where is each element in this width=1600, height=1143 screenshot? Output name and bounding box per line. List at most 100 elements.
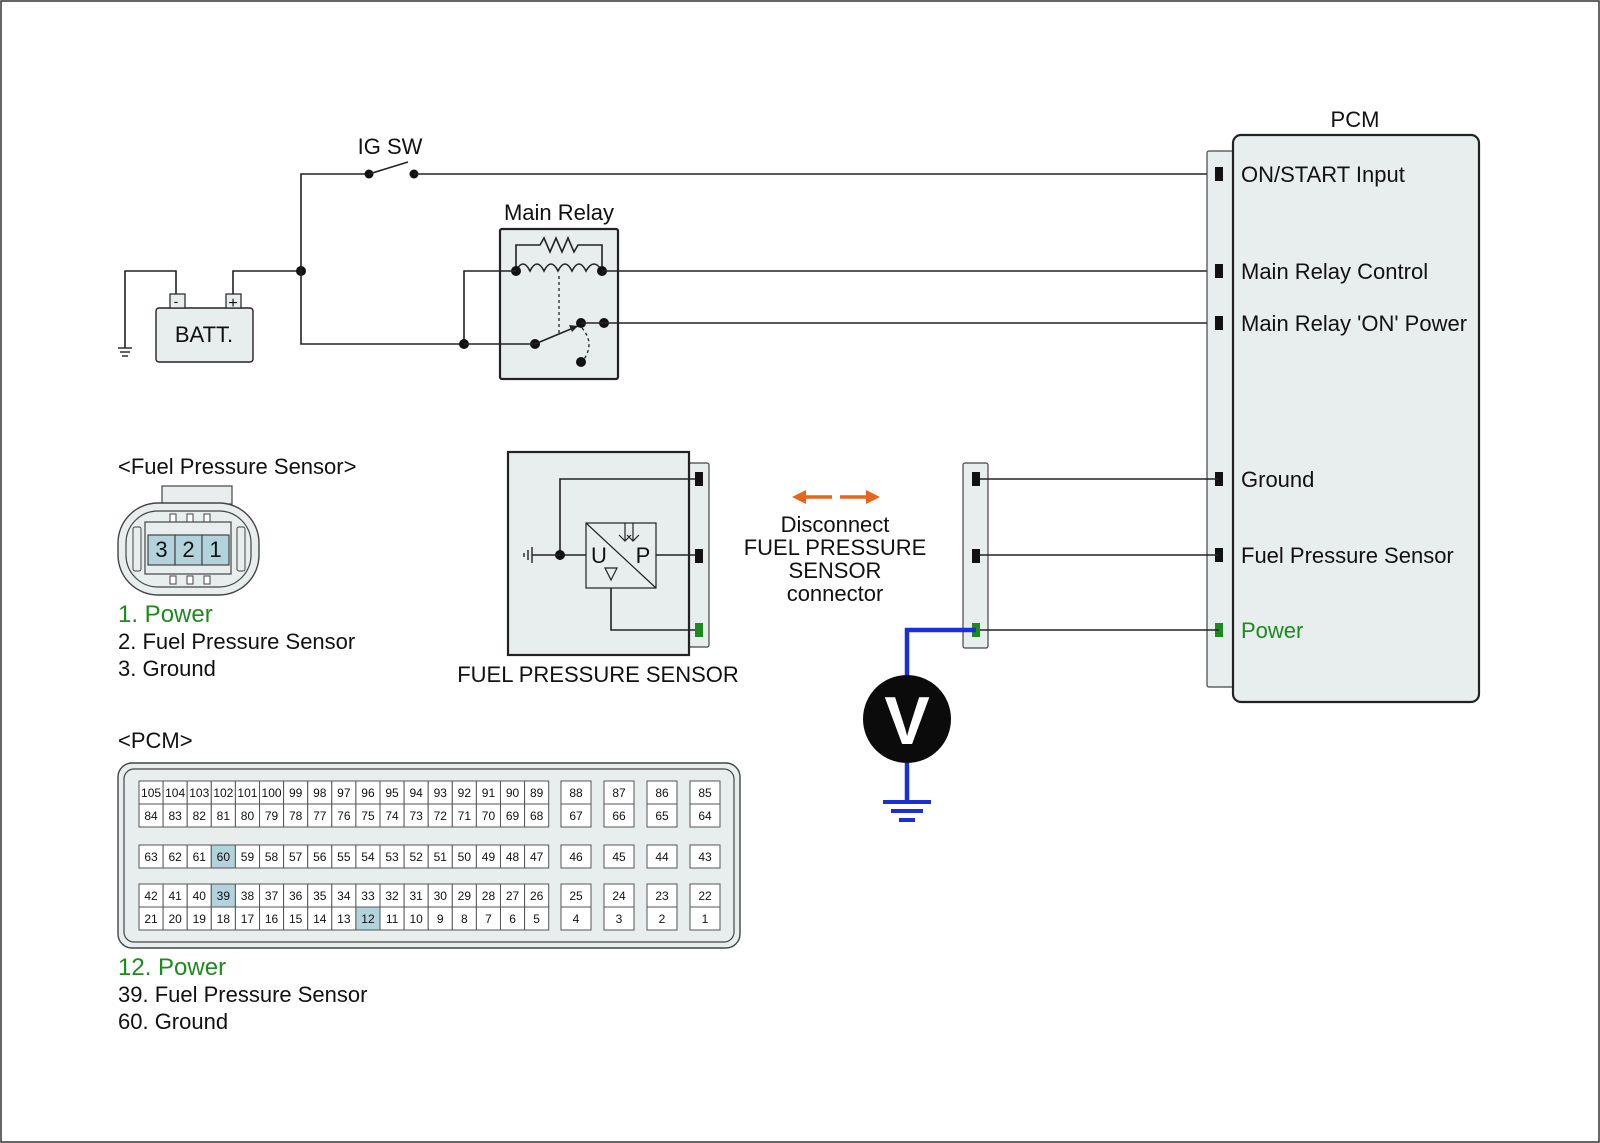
disconnect-line-1: Disconnect xyxy=(781,512,890,537)
legend-item: 60. Ground xyxy=(118,1009,228,1034)
pcm-pin-number: 61 xyxy=(193,850,207,864)
pcm-pin-number: 40 xyxy=(193,889,207,903)
pcm-pin-number: 76 xyxy=(337,809,351,823)
pcm-pin-number: 14 xyxy=(313,912,327,926)
pcm-pin-number: 16 xyxy=(265,912,279,926)
sensor-pin-cell xyxy=(201,534,230,566)
ignition-switch: IG SW xyxy=(358,134,423,179)
pcm-pin-number: 87 xyxy=(612,786,626,800)
pcm-pin-number: 92 xyxy=(458,786,472,800)
pcm-module: PCM xyxy=(1206,107,1481,704)
pcm-title: PCM xyxy=(1331,107,1380,132)
pcm-pin-number: 4 xyxy=(573,912,580,926)
pcm-pin-number: 89 xyxy=(530,786,544,800)
pcm-pin-number: 9 xyxy=(437,912,444,926)
pcm-pin-number: 30 xyxy=(434,889,448,903)
pcm-pin-number: 80 xyxy=(241,809,255,823)
pcm-pin-number: 20 xyxy=(168,912,182,926)
meter-ground-icon xyxy=(883,763,931,822)
pcm-pin-number: 36 xyxy=(289,889,303,903)
pcm-pin-number: 97 xyxy=(337,786,351,800)
battery-positive-wire xyxy=(232,270,301,294)
pcm-pin-number: 48 xyxy=(506,850,520,864)
pcm-pin-number: 58 xyxy=(265,850,279,864)
pcm-pin-number: 18 xyxy=(217,912,231,926)
pcm-pin-number: 93 xyxy=(434,786,448,800)
legend-item: 1. Power xyxy=(118,601,213,628)
ig-feed-wire xyxy=(300,173,365,271)
pcm-pin-number: 29 xyxy=(458,889,472,903)
pcm-pin-number: 85 xyxy=(698,786,712,800)
pcm-pin-number: 24 xyxy=(612,889,626,903)
pcm-pin-number: 50 xyxy=(458,850,472,864)
pcm-pin-number: 70 xyxy=(482,809,496,823)
pcm-pin-number: 67 xyxy=(569,809,583,823)
terminal-pin xyxy=(1215,167,1223,181)
pcm-terminal: Main Relay Control xyxy=(1215,259,1428,284)
pcm-pin-number: 15 xyxy=(289,912,303,926)
pcm-pin-number: 10 xyxy=(409,912,423,926)
pcm-pin-cell xyxy=(603,906,635,931)
legend-item: 3. Ground xyxy=(118,656,216,681)
pcm-pin-number: 94 xyxy=(409,786,423,800)
battery-ground-icon xyxy=(118,270,177,357)
pcm-pin-number: 3 xyxy=(616,912,623,926)
pcm-pin-number: 6 xyxy=(509,912,516,926)
legend-item: 12. Power xyxy=(118,954,226,981)
coil-feed-wire xyxy=(463,270,516,344)
pcm-pin-number: 17 xyxy=(241,912,255,926)
pcm-pin-number: 74 xyxy=(385,809,399,823)
pcm-pin-number: 105 xyxy=(141,786,161,800)
disconnect-line-4: connector xyxy=(787,581,884,606)
pcm-pin-number: 31 xyxy=(409,889,423,903)
pcm-pin-cell xyxy=(560,906,592,931)
pcm-terminal-label: Fuel Pressure Sensor xyxy=(1241,543,1454,568)
pcm-pin-number: 7 xyxy=(485,912,492,926)
pcm-pin-number: 73 xyxy=(409,809,423,823)
pcm-pin-number: 66 xyxy=(612,809,626,823)
pcm-pin-cell xyxy=(689,803,721,828)
pcm-pin-number: 46 xyxy=(569,850,583,864)
sensor-u-label: U xyxy=(591,543,607,568)
sensor-connector-title: <Fuel Pressure Sensor> xyxy=(118,454,356,479)
main-relay-label: Main Relay xyxy=(504,200,614,225)
pcm-pin-cell xyxy=(646,844,678,869)
pcm-pin-number: 25 xyxy=(569,889,583,903)
battery-minus: - xyxy=(174,293,179,309)
pcm-pin-number: 11 xyxy=(386,912,399,926)
pcm-pin-number: 5 xyxy=(533,912,540,926)
sensor-pin-cell xyxy=(174,534,203,566)
pcm-pin-number: 44 xyxy=(655,850,669,864)
pcm-pin-number: 8 xyxy=(461,912,468,926)
pcm-pin-number: 95 xyxy=(385,786,399,800)
legend-item: 39. Fuel Pressure Sensor xyxy=(118,982,367,1007)
pcm-pin-number: 28 xyxy=(482,889,496,903)
pcm-pin-number: 13 xyxy=(337,912,351,926)
voltmeter: V xyxy=(863,675,951,763)
pcm-pin-number: 19 xyxy=(193,912,207,926)
ig-switch-label: IG SW xyxy=(358,134,423,159)
pcm-pin-number: 77 xyxy=(313,809,327,823)
pcm-pin-number: 90 xyxy=(506,786,520,800)
pcm-pin-number: 72 xyxy=(434,809,448,823)
pcm-pin-number: 63 xyxy=(144,850,158,864)
pcm-pin-cell xyxy=(524,844,550,869)
pcm-pin-number: 12 xyxy=(361,912,375,926)
pcm-pin-number: 104 xyxy=(165,786,185,800)
pcm-pin-cell xyxy=(524,803,550,828)
pcm-pin-number: 43 xyxy=(698,850,712,864)
pcm-terminal: Main Relay 'ON' Power xyxy=(1215,311,1467,336)
pcm-pin-number: 47 xyxy=(530,850,544,864)
pcm-terminal-label: Main Relay Control xyxy=(1241,259,1428,284)
pcm-pin-number: 60 xyxy=(217,850,231,864)
disconnect-line-2: FUEL PRESSURE xyxy=(744,535,927,560)
pcm-terminal-label: Power xyxy=(1241,618,1303,643)
pcm-pin-number: 41 xyxy=(168,889,182,903)
battery-plus: + xyxy=(228,295,237,312)
